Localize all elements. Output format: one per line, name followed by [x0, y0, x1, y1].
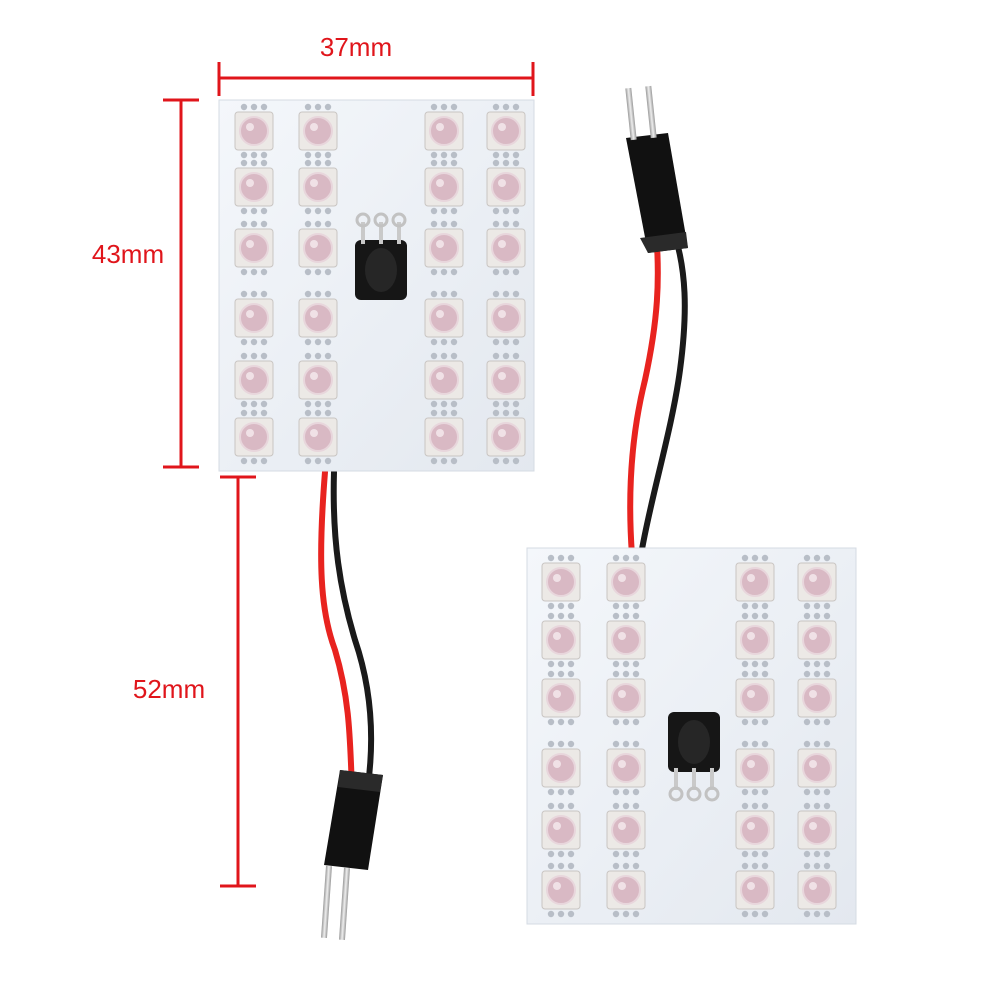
smd-led [298, 103, 338, 159]
smd-led [735, 802, 775, 858]
smd-led [735, 862, 775, 918]
smd-led [298, 220, 338, 276]
smd-led [797, 554, 837, 610]
smd-led [735, 612, 775, 668]
smd-led [234, 103, 274, 159]
back-board-cable [625, 85, 688, 558]
smd-led [298, 409, 338, 465]
smd-led [298, 290, 338, 346]
smd-led [606, 670, 646, 726]
smd-led [606, 554, 646, 610]
led-board-front [218, 99, 535, 472]
smd-led [797, 862, 837, 918]
smd-led [541, 740, 581, 796]
smd-led [797, 670, 837, 726]
smd-led [424, 290, 464, 346]
dimension-height: 43mm [92, 98, 199, 469]
led-boards [218, 99, 857, 925]
smd-led [797, 612, 837, 668]
smd-led [541, 670, 581, 726]
smd-led [424, 159, 464, 215]
smd-led [797, 740, 837, 796]
smd-led [606, 612, 646, 668]
smd-led [424, 352, 464, 408]
smd-led [234, 159, 274, 215]
smd-led [424, 220, 464, 276]
height-label: 43mm [92, 239, 164, 269]
smd-led [424, 103, 464, 159]
smd-led [797, 802, 837, 858]
smd-led [486, 159, 526, 215]
dimension-width: 37mm [217, 32, 535, 96]
smd-led [298, 352, 338, 408]
connector-plug [320, 770, 383, 941]
smd-led [606, 740, 646, 796]
smd-led [486, 352, 526, 408]
front-board-cable [318, 469, 383, 941]
smd-led [234, 409, 274, 465]
smd-led [735, 740, 775, 796]
dimension-cable: 52mm [133, 475, 256, 888]
smd-led [606, 802, 646, 858]
smd-led [541, 862, 581, 918]
led-board-back [526, 547, 857, 925]
smd-led [486, 103, 526, 159]
smd-led [486, 220, 526, 276]
smd-led [606, 862, 646, 918]
ir-sensor [668, 712, 720, 802]
connector-plug [625, 85, 688, 253]
smd-led [234, 220, 274, 276]
smd-led [735, 554, 775, 610]
smd-led [424, 409, 464, 465]
cable-label: 52mm [133, 674, 205, 704]
width-label: 37mm [320, 32, 392, 62]
ir-sensor [355, 212, 407, 300]
smd-led [234, 290, 274, 346]
smd-led [486, 290, 526, 346]
smd-led [234, 352, 274, 408]
smd-led [735, 670, 775, 726]
smd-led [486, 409, 526, 465]
smd-led [298, 159, 338, 215]
smd-led [541, 802, 581, 858]
smd-led [541, 612, 581, 668]
smd-led [541, 554, 581, 610]
